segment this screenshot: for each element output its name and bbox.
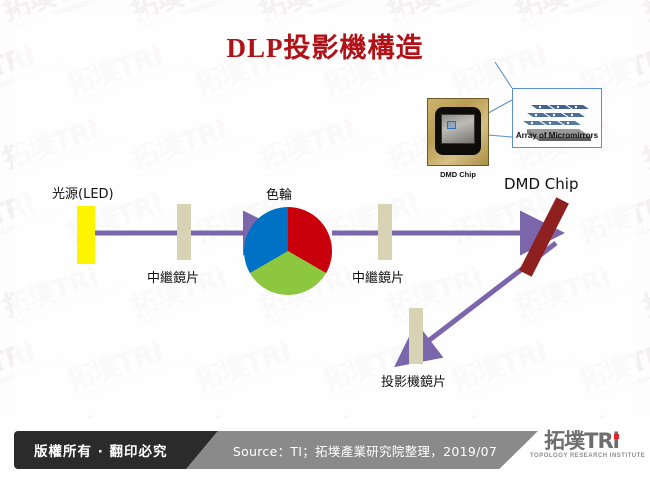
copyright-bar: 版權所有 · 翻印必究	[14, 431, 220, 469]
source-bar: Source：TI；拓墣產業研究院整理，2019/07	[186, 431, 538, 469]
label-color-wheel: 色輪	[266, 188, 293, 203]
label-relay-lens-right: 中繼鏡片	[352, 271, 405, 286]
dmd-chip-photo	[427, 98, 489, 166]
relay-lens-left	[177, 204, 191, 260]
label-light-source: 光源(LED)	[52, 187, 114, 202]
relay-lens-right	[378, 204, 392, 260]
label-relay-lens-left: 中繼鏡片	[147, 271, 200, 286]
page-title: DLP投影機構造	[226, 33, 424, 63]
led-light-source	[77, 206, 95, 264]
tri-logo-wordmark: 拓墣TRi	[530, 430, 638, 452]
label-dmd-chip: DMD Chip	[504, 175, 579, 193]
projection-lens	[409, 308, 423, 364]
copyright-text: 版權所有 · 翻印必究	[34, 444, 168, 460]
label-projection-lens: 投影機鏡片	[381, 375, 447, 390]
dmd-chip-photo-caption: DMD Chip	[440, 170, 476, 179]
tri-logo-text: 拓墣TRi	[544, 429, 620, 453]
color-wheel	[244, 207, 332, 295]
micromirror-caption: Array of Micromirrors	[515, 131, 599, 140]
tri-logo-tagline: TOPOLOGY RESEARCH INSTITUTE	[530, 453, 646, 460]
tri-logo: 拓墣TRi TOPOLOGY RESEARCH INSTITUTE	[530, 430, 646, 472]
footer: 版權所有 · 翻印必究 Source：TI；拓墣產業研究院整理，2019/07 …	[0, 418, 650, 485]
micromirror-array-callout	[512, 88, 602, 148]
chip-die-zoom-marker	[447, 121, 456, 129]
chip-die	[441, 114, 475, 144]
source-text: Source：TI；拓墣產業研究院整理，2019/07	[232, 443, 498, 459]
tri-logo-dot-icon	[613, 434, 619, 439]
